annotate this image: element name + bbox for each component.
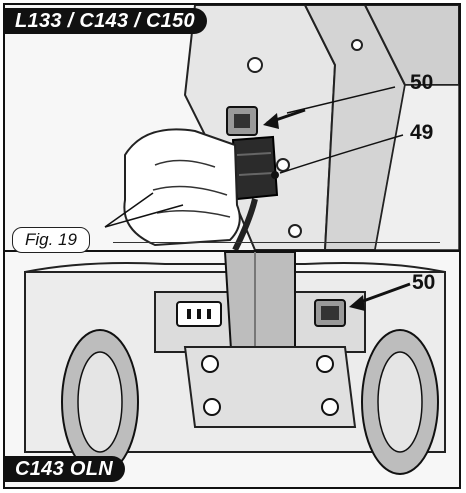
callout-socket-bottom: 50	[412, 271, 436, 294]
top-illustration	[5, 5, 459, 250]
figure-border	[3, 3, 461, 489]
bottom-illustration	[5, 252, 459, 487]
plug-connection-drawing	[5, 5, 459, 250]
figure-caption-rule	[113, 242, 440, 243]
top-model-label: L133 / C143 / C150	[5, 8, 207, 34]
panel-divider	[3, 250, 461, 252]
callout-plug-top: 49	[410, 121, 434, 144]
bottom-model-label: C143 OLN	[5, 456, 125, 482]
callout-socket-top: 50	[410, 71, 434, 94]
rear-socket-drawing	[5, 252, 459, 487]
figure-caption: Fig. 19	[12, 227, 90, 253]
